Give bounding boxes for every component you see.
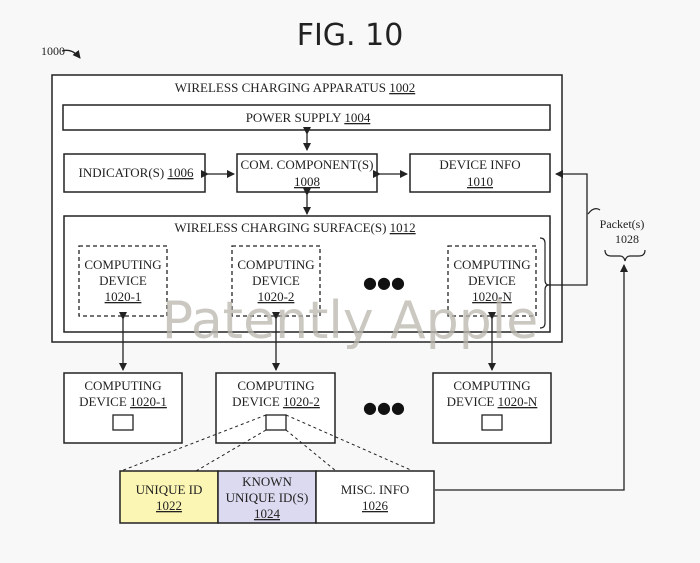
external-device-n-line1: COMPUTING bbox=[453, 378, 530, 393]
packet-squiggle bbox=[587, 208, 601, 215]
device-info-label: DEVICE INFO bbox=[439, 157, 520, 172]
device-info-ref: 1010 bbox=[467, 174, 493, 189]
surface-device-n-line2: DEVICE bbox=[468, 273, 516, 288]
known-ids-ref: 1024 bbox=[254, 506, 281, 521]
surface-device-1: COMPUTING DEVICE 1020-1 bbox=[78, 245, 168, 317]
power-supply-box bbox=[62, 104, 551, 131]
external-device-2: COMPUTING DEVICE 1020-2 bbox=[215, 372, 336, 444]
external-device-n-line2: DEVICE 1020-N bbox=[447, 394, 538, 409]
feedback-line bbox=[549, 170, 588, 286]
power-supply-label: POWER SUPPLY 1004 bbox=[246, 110, 371, 125]
indicator-box bbox=[63, 153, 206, 193]
surface-device-2-ref: 1020-2 bbox=[258, 289, 295, 304]
surface-device-1-ref: 1020-1 bbox=[105, 289, 142, 304]
com-component-ref: 1008 bbox=[294, 174, 320, 189]
packet-label: Packet(s) bbox=[600, 217, 645, 231]
misc-info-ref: 1026 bbox=[362, 498, 389, 513]
external-device-2-line1: COMPUTING bbox=[237, 378, 314, 393]
surface-device-n-line1: COMPUTING bbox=[453, 257, 530, 272]
figure-title: FIG. 10 bbox=[297, 18, 404, 53]
known-ids-line1: KNOWN bbox=[242, 474, 292, 489]
external-device-n-chip bbox=[481, 414, 503, 431]
indicator-label: INDICATOR(S) 1006 bbox=[79, 165, 194, 180]
data-field-unique-id: UNIQUE ID 1022 bbox=[119, 470, 219, 524]
watermark: Patently Apple bbox=[162, 291, 538, 351]
surface-ellipsis: ●●● bbox=[363, 273, 405, 292]
apparatus-label: WIRELESS CHARGING APPARATUS 1002 bbox=[175, 80, 415, 95]
misc-info-label: MISC. INFO bbox=[341, 482, 410, 497]
packet-brace bbox=[604, 249, 646, 262]
com-component-label: COM. COMPONENT(S) bbox=[241, 157, 374, 172]
surface-device-2: COMPUTING DEVICE 1020-2 bbox=[231, 245, 321, 317]
surface-device-n: COMPUTING DEVICE 1020-N bbox=[447, 245, 537, 317]
unique-id-ref: 1022 bbox=[156, 498, 182, 513]
surface-device-1-line1: COMPUTING bbox=[84, 257, 161, 272]
external-device-2-line2: DEVICE 1020-2 bbox=[232, 394, 320, 409]
external-device-1-line2: DEVICE 1020-1 bbox=[79, 394, 167, 409]
figure-ref: 1000 bbox=[41, 44, 65, 58]
data-field-known-unique-ids: KNOWN UNIQUE ID(S) 1024 bbox=[217, 470, 317, 524]
external-device-1-line1: COMPUTING bbox=[84, 378, 161, 393]
surface-device-2-line2: DEVICE bbox=[252, 273, 300, 288]
figure-ref-arrow bbox=[61, 49, 81, 59]
zoom-lines bbox=[120, 414, 414, 472]
surface-device-1-line2: DEVICE bbox=[99, 273, 147, 288]
external-ellipsis: ●●● bbox=[363, 398, 405, 417]
external-device-n: COMPUTING DEVICE 1020-N bbox=[432, 372, 552, 444]
charging-surface-box bbox=[63, 215, 551, 333]
charging-surface-label: WIRELESS CHARGING SURFACE(S) 1012 bbox=[174, 220, 415, 235]
external-device-1: COMPUTING DEVICE 1020-1 bbox=[63, 372, 183, 444]
unique-id-label: UNIQUE ID bbox=[136, 482, 203, 497]
surface-device-2-line1: COMPUTING bbox=[237, 257, 314, 272]
data-field-misc-info: MISC. INFO 1026 bbox=[315, 470, 435, 524]
surface-device-n-ref: 1020-N bbox=[472, 289, 512, 304]
packet-line bbox=[435, 264, 628, 491]
device-info-box bbox=[409, 153, 551, 193]
packet-ref: 1028 bbox=[615, 232, 639, 246]
external-device-1-chip bbox=[112, 414, 134, 431]
external-device-2-chip bbox=[265, 414, 287, 431]
known-ids-line2: UNIQUE ID(S) bbox=[226, 490, 309, 505]
